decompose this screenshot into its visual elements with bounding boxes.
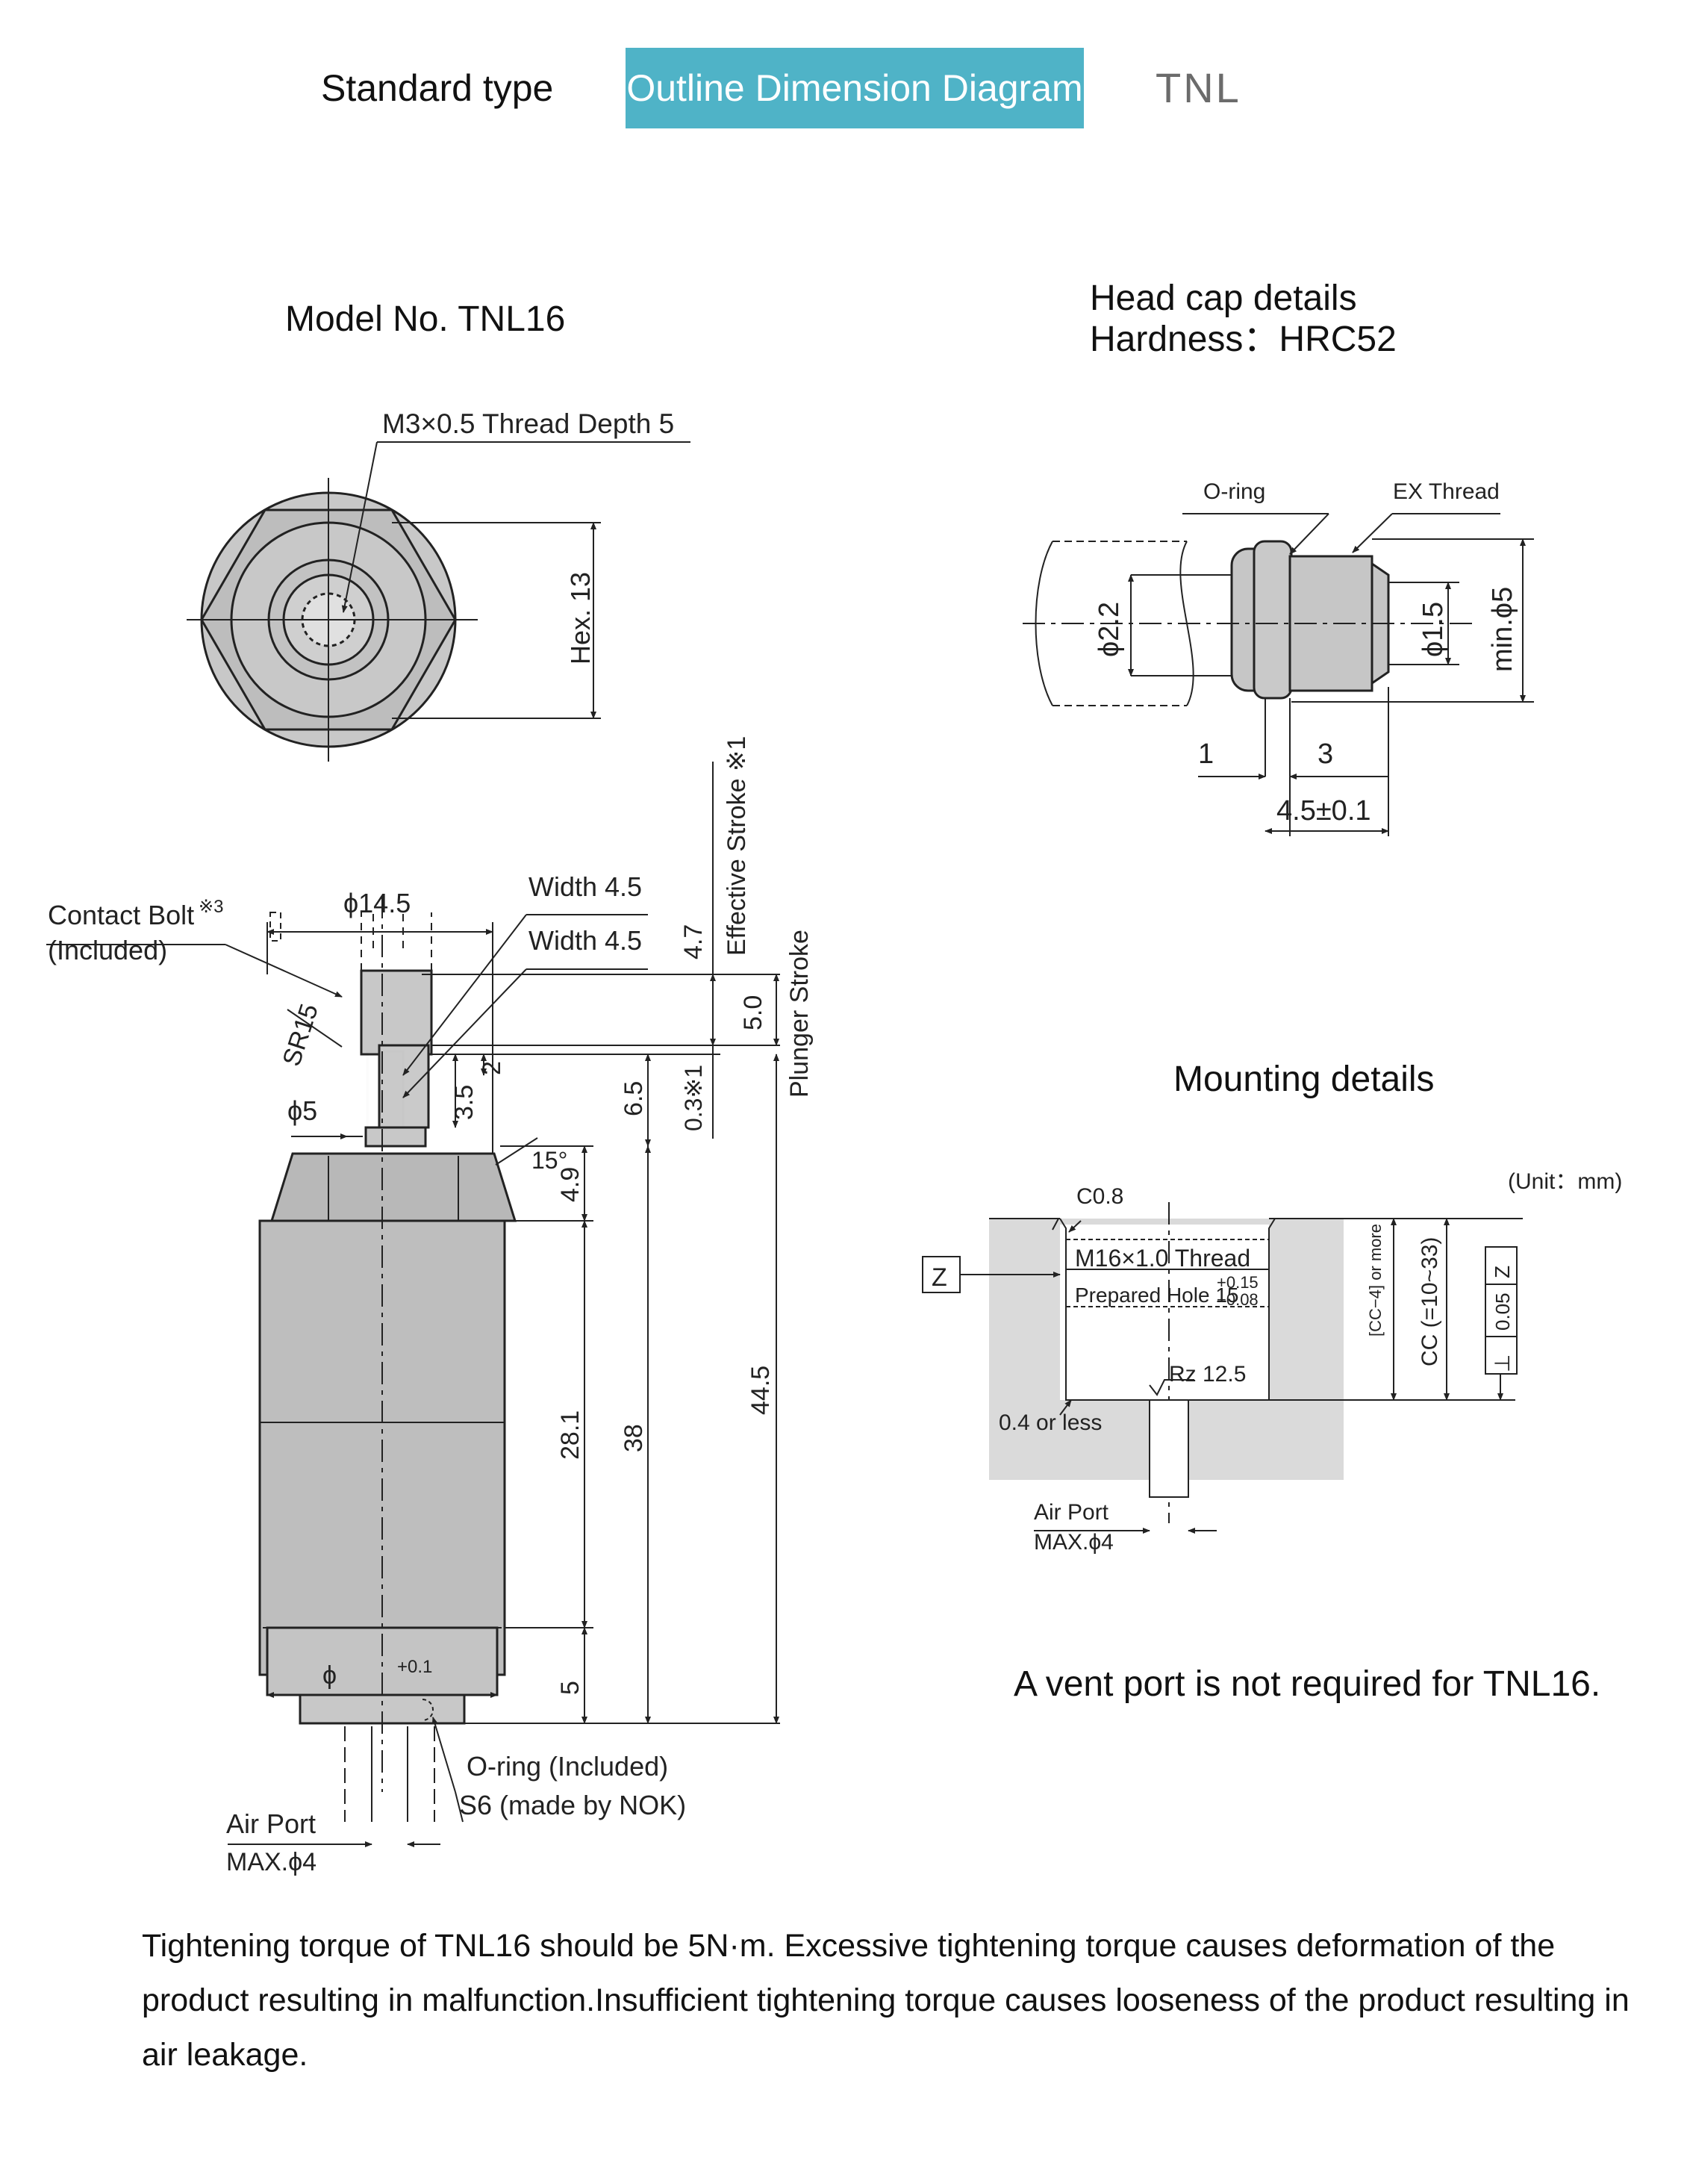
tolerance-up-label: +0.15 [1217,1273,1259,1292]
head-cap-view [1023,513,1534,836]
tolerance-down-label: −0.08 [1217,1290,1259,1309]
mounting-view [922,1202,1523,1534]
effective-stroke-label: Effective Stroke ※1 [723,736,751,956]
phi-label: ϕ [322,1661,337,1690]
contact-bolt-ref: ※3 [199,897,223,917]
dim-3-head-label: 3 [1318,738,1333,770]
s6-nok-label: S6 (made by NOK) [459,1790,686,1820]
flatness-value: 0.05 [1491,1292,1514,1331]
dia-14-5-label: ϕ14.5 [343,888,411,918]
dim-4-7-label: 4.7 [679,924,708,959]
ex-thread-label: EX Thread [1393,479,1500,504]
min-dia-5-label: min.ϕ5 [1487,587,1518,672]
tolerance-label: +0.1 [397,1657,432,1677]
dim-38-label: 38 [620,1424,648,1452]
tab-outline-dimension-diagram[interactable]: Outline Dimension Diagram [626,48,1084,128]
flatness-datum: Z [1491,1266,1514,1278]
prepared-hole-label: Prepared Hole 15 [1075,1284,1238,1307]
dim-6-5-label: 6.5 [620,1081,648,1116]
plunger-stroke-label: Plunger Stroke [785,930,814,1098]
datum-z-label: Z [932,1263,947,1292]
width-label-2: Width 4.5 [528,925,642,956]
head-cap-title: Head cap details [1090,279,1357,318]
c0-8-label: C0.8 [1076,1184,1123,1209]
rz-label: Rz 12.5 [1169,1362,1246,1387]
top-view [187,441,690,762]
tab-standard-type[interactable]: Standard type [321,67,554,109]
cc-label: CC (=10~33) [1418,1237,1442,1366]
thread-label: M3×0.5 Thread Depth 5 [382,408,674,439]
included-label: (Included) [48,935,167,965]
side-view [46,762,780,1847]
air-port-label: Air Port [226,1808,316,1839]
mount-air-port-label: Air Port [1034,1500,1109,1525]
dim-44-5-label: 44.5 [746,1366,775,1415]
dim-4-5-label: 4.5±0.1 [1276,795,1371,827]
tightening-note: Tightening torque of TNL16 should be 5N·… [142,1928,1630,2073]
mount-air-port-max-label: MAX.ϕ4 [1034,1530,1114,1555]
dim-5-0-label: 5.0 [739,995,767,1030]
vent-note: A vent port is not required for TNL16. [1014,1664,1601,1704]
sr15-label: SR15 [277,1001,323,1070]
dia-2-2-label: ϕ2.2 [1094,602,1125,657]
hardness-label: Hardness：HRC52 [1090,320,1397,359]
head-oring-label: O-ring [1203,479,1265,504]
tab-tnl[interactable]: TNL [1156,64,1241,111]
dim-3-5-label: 3.5 [450,1085,478,1120]
dim-4-9-label: 4.9 [556,1167,584,1202]
unit-label: (Unit：mm) [1508,1169,1622,1194]
dim-28-1-label: 28.1 [556,1410,584,1460]
cc-minus-4-label: [CC−4] or more [1366,1224,1385,1337]
mounting-title: Mounting details [1173,1060,1435,1099]
angle-15-label: 15° [531,1147,567,1174]
dim-1-label: 1 [1198,738,1214,770]
flatness-symbol: ⊥ [1491,1354,1514,1372]
air-port-max-label: MAX.ϕ4 [226,1848,316,1876]
dim-5-label: 5 [556,1681,584,1695]
less-label: 0.4 or less [999,1410,1102,1435]
contact-bolt-label: Contact Bolt [48,900,194,930]
m16-thread-label: M16×1.0 Thread [1075,1245,1250,1272]
oring-included-label: O-ring (Included) [467,1751,668,1782]
model-title: Model No. TNL16 [285,299,566,339]
dim-2-label: 2 [478,1061,506,1075]
width-label-1: Width 4.5 [528,871,642,902]
hex-label: Hex. 13 [565,572,596,665]
dia-5-label: ϕ5 [287,1095,317,1126]
dia-1-5-label: ϕ1.5 [1418,602,1449,657]
dim-0-3-label: 0.3※1 [680,1065,707,1131]
